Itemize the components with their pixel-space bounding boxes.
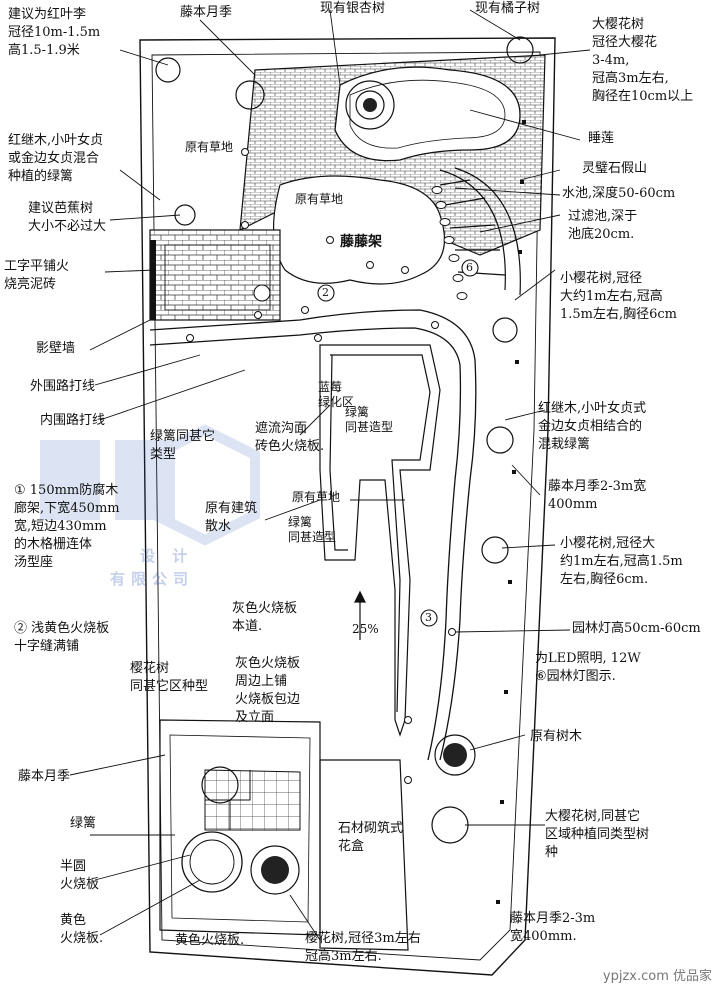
marker-6: 6: [466, 261, 473, 274]
note-left-hedge-mix: 红继木,小叶女贞 或金边女贞混合 种植的绿篱: [8, 133, 104, 184]
note-mid-hedge-type: 绿篱同甚它 类型: [150, 429, 216, 462]
note-mid-stone-planter: 石材砌筑式 花盒: [338, 821, 404, 854]
note-right-small-cherry: 小樱花树,冠径 大约1m左右,冠高 1.5m左右,胸径6cm: [560, 271, 678, 322]
hedge-posts: [496, 120, 526, 904]
note-right-lamp: 园林灯高50cm-60cm: [572, 621, 701, 636]
note-mid-stone-drain: 遮流沟面 砖色火烧板.: [255, 421, 325, 454]
watermark-text-2: 有限公司: [110, 570, 195, 588]
winding-path: [149, 309, 477, 761]
note-bottom-cherry: 樱花树,冠径3m左右 冠高3m左右.: [305, 931, 421, 964]
watermark-logo: [40, 424, 260, 546]
watermark-text-1: 设 计: [140, 547, 194, 565]
note-left-banana: 建议芭蕉树 大小不必过大: [28, 201, 107, 234]
note-left-hedge: 绿篱: [70, 816, 97, 831]
label-hedge-shape: 绿篱 同甚造型: [345, 405, 394, 434]
note-right-big-cherry: 大樱花树,同甚它 区域种植同类型树 种: [545, 809, 650, 860]
marker-2: 2: [322, 286, 329, 299]
note-right-hedge: 红继木,小叶女贞式 金边女贞相结合的 混栽绿篱: [538, 401, 647, 452]
shrub-dots: [186, 148, 456, 784]
number-markers: [253, 259, 479, 627]
note-left-screen: 影壁墙: [36, 341, 76, 356]
note-right-led: 为LED照明, 12W ⑥园林灯图示.: [535, 651, 641, 684]
label-lawn-3: 原有草地: [292, 490, 341, 504]
stone-planter: [319, 759, 409, 951]
note-top-tree2: 现有橘子树: [475, 1, 541, 16]
note-right-vine-bottom: 藤本月季2-3m 宽400mm.: [510, 911, 596, 944]
koi-pond: [334, 66, 521, 162]
label-slope: 25%: [352, 622, 379, 636]
note-left-outer-line: 外围路打线: [30, 379, 96, 394]
slope-arrow: [354, 590, 366, 640]
label-hedge-shape-2: 绿篱 同甚造型: [288, 515, 337, 544]
note-right-existing-tree: 原有树木: [530, 729, 583, 744]
round-paving: [181, 831, 243, 893]
note-left-paving: 工字平铺火 烧亮泥砖: [4, 259, 70, 292]
note-mid-grey-slab: 灰色火烧板 本道.: [232, 601, 298, 634]
note-mid-cherry-bottom: 樱花树 同甚它区种型: [130, 661, 209, 694]
label-vine-trellis: 藤藤架: [340, 234, 382, 250]
site-watermark-footer: ypjzx.com 优品家: [602, 969, 712, 984]
note-right-rockery: 灵璧石假山: [582, 161, 648, 176]
lawn-area: [273, 175, 446, 285]
note-top-vine: 藤本月季: [180, 5, 233, 20]
label-green-area: 蓝莓 绿化区: [318, 380, 355, 409]
note-top-left: 建议为红叶李 冠径10m-1.5m 高1.5-1.9米: [8, 7, 101, 58]
note-left-inner-line: 内围路打线: [40, 413, 106, 428]
screen-wall: [150, 240, 156, 320]
note-right-filter: 过滤池,深于 池底20cm.: [568, 209, 638, 242]
note-top-tree1: 现有银杏树: [320, 1, 386, 16]
stone-dots: [431, 186, 468, 300]
label-lawn-1: 原有草地: [185, 140, 234, 154]
leader-lines: [69, 9, 591, 941]
note-left-rose: 藤本月季: [18, 769, 71, 784]
note-right-lotus: 睡莲: [588, 131, 615, 146]
note-right-pond: 水池,深度50-60cm: [562, 186, 676, 201]
note-left-1: ① 150mm防腐木 廊架,下宽450mm 宽,短边430mm 的木格栅连体 汤…: [14, 483, 120, 570]
hedge-bed-center: [319, 344, 441, 737]
note-left-yellow: 黄色 火烧板.: [60, 913, 104, 946]
stair-steps: [204, 769, 301, 831]
note-right-small-cherry-2: 小樱花树,冠径大 约1m左右,冠高1.5m 左右,胸径6cm.: [560, 536, 683, 587]
note-left-half-circle: 半圆 火烧板: [60, 859, 100, 892]
note-mid-ground-bottom: 灰色火烧板 周边上铺 火烧板包边 及立面: [235, 656, 301, 725]
dark-tree-fill: [261, 98, 467, 884]
label-lawn-2: 原有草地: [295, 192, 344, 206]
note-mid-deck: 原有建筑 散水: [205, 501, 258, 534]
note-bottom-yellow: 黄色火烧板.: [175, 933, 245, 948]
note-right-vine-rose: 藤本月季2-3m宽 400mm: [548, 479, 647, 512]
note-right-cherry: 大樱花树 冠径大樱花 3-4m, 冠高3m左右, 胸径在10cm以上: [592, 17, 694, 104]
note-left-2: ② 浅黄色火烧板 十字缝满铺: [14, 621, 110, 654]
stepping-arcs: [439, 167, 521, 296]
marker-3: 3: [425, 611, 432, 624]
site-boundary: [139, 37, 556, 976]
